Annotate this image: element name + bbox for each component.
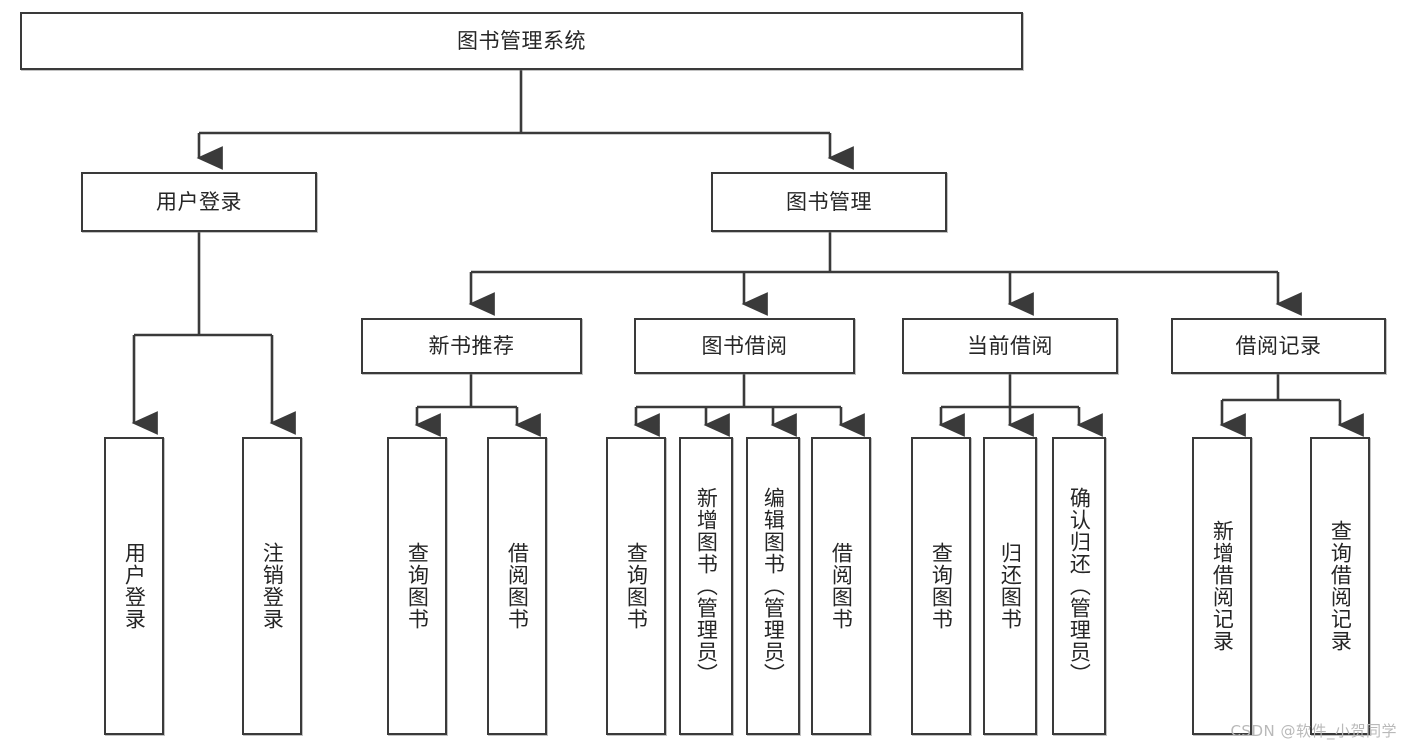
leaf-add-record-label: 新增借阅记录 — [1210, 520, 1235, 652]
leaf-add-book-label: 新增图书（管理员） — [694, 487, 719, 685]
node-borrow-record-label: 借阅记录 — [1235, 333, 1322, 358]
leaf-user-logout[interactable]: 注销登录 — [242, 437, 302, 735]
node-root[interactable]: 图书管理系统 — [20, 12, 1023, 70]
leaf-user-logout-label: 注销登录 — [260, 542, 285, 630]
node-book-manage-label: 图书管理 — [786, 189, 872, 214]
leaf-query-book-1[interactable]: 查询图书 — [387, 437, 447, 735]
leaf-borrow-book-1[interactable]: 借阅图书 — [487, 437, 547, 735]
leaf-edit-book-label: 编辑图书（管理员） — [761, 487, 786, 685]
node-new-book-rec[interactable]: 新书推荐 — [361, 318, 582, 374]
leaf-add-record[interactable]: 新增借阅记录 — [1192, 437, 1252, 735]
leaf-borrow-book-1-label: 借阅图书 — [505, 542, 530, 630]
leaf-query-book-3-label: 查询图书 — [929, 542, 954, 630]
leaf-confirm-return[interactable]: 确认归还（管理员） — [1052, 437, 1106, 735]
leaf-query-record-label: 查询借阅记录 — [1328, 520, 1353, 652]
node-borrow-record[interactable]: 借阅记录 — [1171, 318, 1386, 374]
csdn-watermark: CSDN @软件_小贺同学 — [1230, 722, 1397, 740]
leaf-user-login[interactable]: 用户登录 — [104, 437, 164, 735]
leaf-borrow-book-2[interactable]: 借阅图书 — [811, 437, 871, 735]
leaf-user-login-label: 用户登录 — [122, 542, 147, 630]
leaf-return-book[interactable]: 归还图书 — [983, 437, 1037, 735]
leaf-borrow-book-2-label: 借阅图书 — [829, 542, 854, 630]
node-new-book-rec-label: 新书推荐 — [428, 333, 515, 358]
node-user-login-label: 用户登录 — [156, 189, 242, 214]
node-current-borrow-label: 当前借阅 — [967, 333, 1053, 358]
node-book-manage[interactable]: 图书管理 — [711, 172, 947, 232]
node-current-borrow[interactable]: 当前借阅 — [902, 318, 1118, 374]
leaf-query-book-2-label: 查询图书 — [624, 542, 649, 630]
leaf-query-book-2[interactable]: 查询图书 — [606, 437, 666, 735]
leaf-confirm-return-label: 确认归还（管理员） — [1067, 487, 1092, 685]
node-book-borrow-label: 图书借阅 — [701, 333, 788, 358]
leaf-return-book-label: 归还图书 — [998, 542, 1023, 630]
node-book-borrow[interactable]: 图书借阅 — [634, 318, 855, 374]
leaf-query-book-3[interactable]: 查询图书 — [911, 437, 971, 735]
leaf-add-book[interactable]: 新增图书（管理员） — [679, 437, 733, 735]
leaf-query-book-1-label: 查询图书 — [405, 542, 430, 630]
leaf-edit-book[interactable]: 编辑图书（管理员） — [746, 437, 800, 735]
leaf-query-record[interactable]: 查询借阅记录 — [1310, 437, 1370, 735]
node-root-label: 图书管理系统 — [457, 28, 586, 53]
node-user-login[interactable]: 用户登录 — [81, 172, 317, 232]
